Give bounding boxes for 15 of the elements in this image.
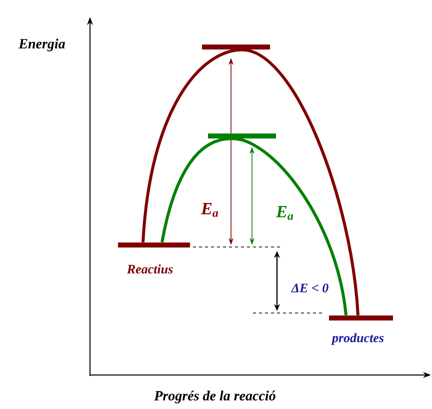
label-text: Energia [18, 38, 65, 52]
label-text: Reactius [126, 264, 173, 274]
label-text: E$_{a}$ [276, 206, 294, 220]
energy-level-bar [329, 315, 393, 320]
energy-level-bar [118, 242, 190, 248]
energy-curve [232, 137, 348, 316]
label-text: ΔE < 0 [290, 284, 328, 292]
label-text: productes [331, 333, 384, 345]
label-text: E$_{a}$ [200, 203, 218, 217]
energy-curve [160, 137, 232, 243]
label-text: Progrés de la reacció [154, 390, 276, 404]
energy-level-bar [208, 134, 276, 138]
energy-level-bar [202, 44, 270, 50]
energy-curve [242, 48, 360, 316]
energy-curve [142, 48, 242, 242]
